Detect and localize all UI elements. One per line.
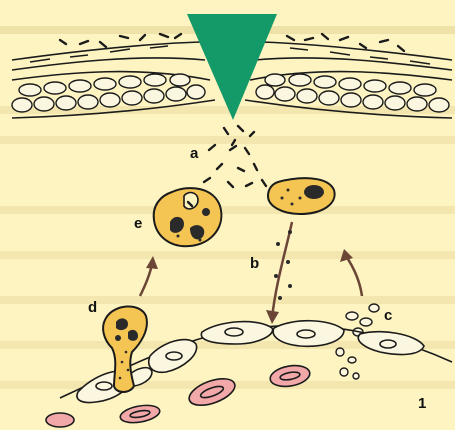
label-b: b xyxy=(250,255,259,272)
figure-number: 1 xyxy=(418,395,426,412)
label-c: c xyxy=(384,307,392,324)
label-a: a xyxy=(190,145,199,162)
engulfing-phagocyte xyxy=(154,188,222,246)
label-e: e xyxy=(134,215,142,232)
migrating-phagocyte xyxy=(268,178,335,214)
label-d: d xyxy=(88,299,97,316)
